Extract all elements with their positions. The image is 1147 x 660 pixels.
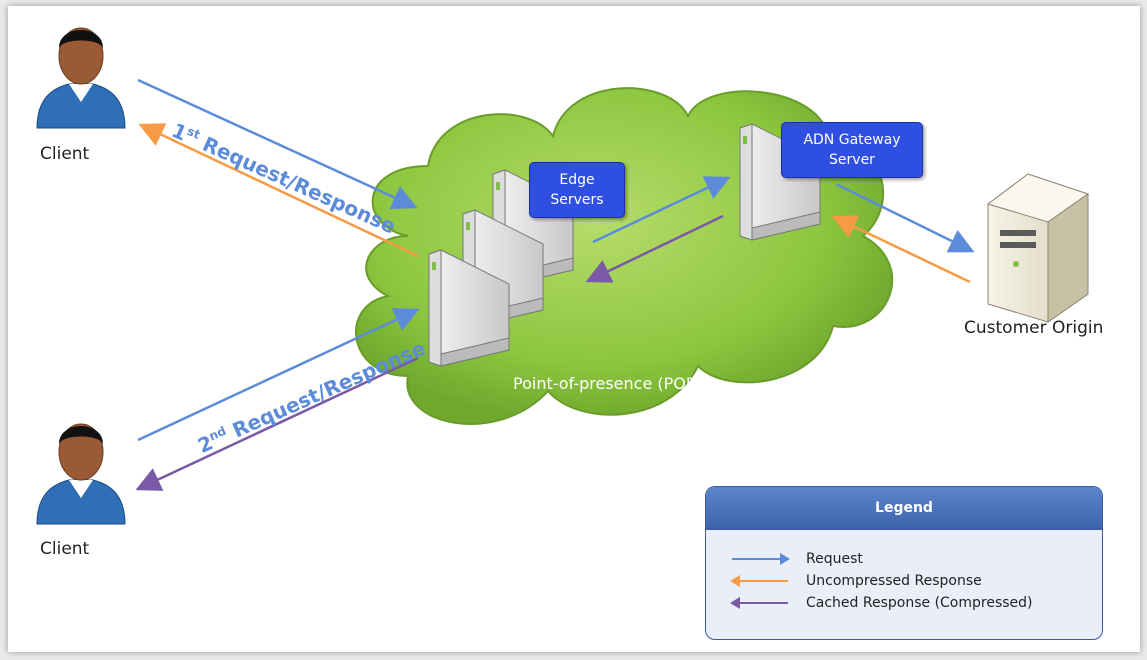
legend-title: Legend (706, 487, 1102, 530)
diagram-canvas: Client Client Customer Origin Point-of-p… (8, 6, 1140, 652)
arrow-origin-to-gateway-uncompressed (831, 215, 971, 284)
legend-uncompressed-arrow (730, 575, 788, 587)
edge-servers-tag-line2: Servers (550, 192, 604, 208)
client-bottom-label: Client (40, 539, 90, 559)
customer-origin-label: Customer Origin (964, 318, 1104, 338)
legend-cached-arrow (730, 597, 788, 609)
customer-origin-server-icon (986, 173, 1090, 323)
legend-cached-label: Cached Response (Compressed) (806, 595, 1033, 611)
legend-item-uncompressed: Uncompressed Response (706, 571, 1102, 591)
edge-servers-icon (428, 169, 574, 367)
arrow-client1-request (137, 78, 418, 210)
pop-label: Point-of-presence (POP) (513, 374, 702, 393)
edge-servers-tag-line1: Edge (559, 172, 595, 188)
diagram-graphics (36, 27, 1090, 525)
legend-request-arrow (732, 553, 790, 565)
legend-item-request: Request (706, 549, 1102, 569)
arrow-gateway-to-origin-request (835, 182, 975, 253)
legend-box: Legend Request Uncompressed Response Cac… (705, 486, 1103, 640)
legend-uncompressed-label: Uncompressed Response (806, 573, 982, 589)
adn-gateway-tag: ADN Gateway Server (781, 122, 923, 178)
arrow-edge-to-gateway-request (592, 176, 731, 244)
client-top-avatar-icon (36, 27, 126, 129)
client-bottom-avatar-icon (36, 423, 126, 525)
adn-gateway-tag-line1: ADN Gateway (803, 132, 901, 148)
adn-gateway-tag-line2: Server (829, 152, 875, 168)
legend-request-label: Request (806, 551, 863, 567)
arrow-gateway-to-edge-cached (585, 214, 724, 283)
client-top-label: Client (40, 144, 90, 164)
arrow-client2-cached-response (135, 356, 419, 491)
legend-item-cached: Cached Response (Compressed) (706, 593, 1102, 613)
arrow-client1-uncompressed-response (138, 123, 419, 258)
edge-servers-tag: Edge Servers (529, 162, 625, 218)
arrow-client2-request (137, 308, 420, 442)
